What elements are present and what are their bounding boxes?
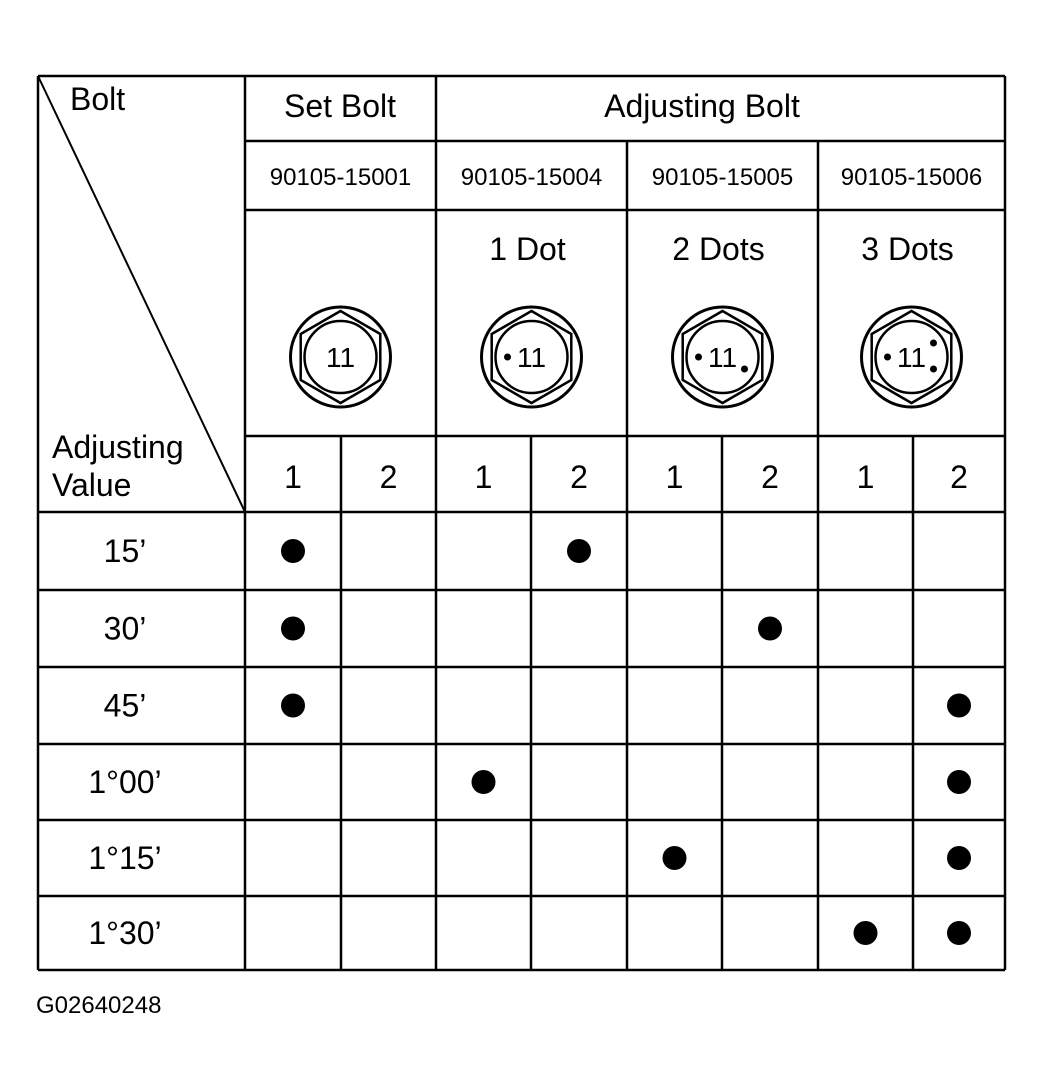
selection-mark — [567, 539, 591, 563]
bolt-marking-label: 3 Dots — [861, 231, 953, 267]
part-number: 90105-15006 — [841, 164, 982, 191]
position-label: 2 — [761, 459, 779, 495]
position-label: 2 — [380, 459, 398, 495]
position-label: 2 — [570, 459, 588, 495]
selection-mark — [662, 846, 687, 870]
position-label: 1 — [666, 459, 684, 495]
adjusting-value: 1°30’ — [88, 915, 161, 951]
selection-mark — [947, 693, 971, 718]
selection-mark — [947, 770, 971, 794]
bolt-head-number: 11 — [517, 342, 546, 373]
bolt-id-dot — [930, 365, 937, 373]
position-label: 2 — [950, 459, 968, 495]
bolt-head-icon: 11 — [671, 305, 774, 409]
selection-mark — [281, 616, 305, 641]
part-number: 90105-15005 — [652, 164, 793, 191]
bolt-id-dot — [930, 339, 937, 347]
selection-mark — [758, 616, 782, 641]
adjusting-bolt-header: Adjusting Bolt — [604, 88, 800, 124]
selection-mark — [471, 770, 496, 794]
adjusting-value-rows: 15’ 30’ 45’ 1°00’ 1°15’ 1°30’ — [88, 533, 971, 951]
bolt-id-dot — [741, 365, 748, 373]
bolt-marking-label: 2 Dots — [672, 231, 764, 267]
bolt-marking-label: 1 Dot — [489, 231, 566, 267]
part-number: 90105-15004 — [461, 164, 602, 191]
bolt-id-dot — [504, 353, 511, 361]
adjusting-value: 1°00’ — [88, 764, 161, 800]
selection-mark — [947, 921, 971, 945]
selection-mark — [281, 693, 305, 718]
position-label: 1 — [857, 459, 875, 495]
bolt-head-number: 11 — [326, 342, 355, 373]
bolt-head-icon: 11 — [480, 305, 583, 409]
selection-mark — [853, 921, 878, 945]
corner-label-value: Value — [52, 467, 131, 503]
position-labels: 1 2 1 2 1 2 1 2 — [284, 459, 968, 495]
figure-id: G02640248 — [36, 992, 161, 1019]
bolt-head-number: 11 — [708, 342, 737, 373]
bolt-head-icon: 11 — [860, 305, 963, 409]
bolt-id-dot — [884, 353, 891, 361]
bolt-head-icon: 11 — [289, 305, 392, 409]
selection-mark — [947, 846, 971, 870]
adjusting-value: 45’ — [104, 688, 147, 724]
adjusting-value: 15’ — [104, 533, 147, 569]
position-label: 1 — [475, 459, 493, 495]
part-number: 90105-15001 — [270, 164, 411, 191]
corner-label-bolt: Bolt — [70, 81, 125, 117]
table-grid — [36, 74, 1007, 972]
corner-label-adjusting: Adjusting — [52, 429, 184, 465]
adjusting-value: 30’ — [104, 611, 147, 647]
bolt-columns: 90105-15001 11 90105-15004 1 Dot 11 90105-150… — [270, 164, 982, 409]
set-bolt-header: Set Bolt — [284, 88, 396, 124]
bolt-id-dot — [695, 353, 702, 361]
adjusting-value: 1°15’ — [88, 840, 161, 876]
corner-diagonal — [37, 75, 246, 513]
bolt-head-number: 11 — [897, 342, 926, 373]
position-label: 1 — [284, 459, 302, 495]
selection-mark — [281, 539, 305, 563]
